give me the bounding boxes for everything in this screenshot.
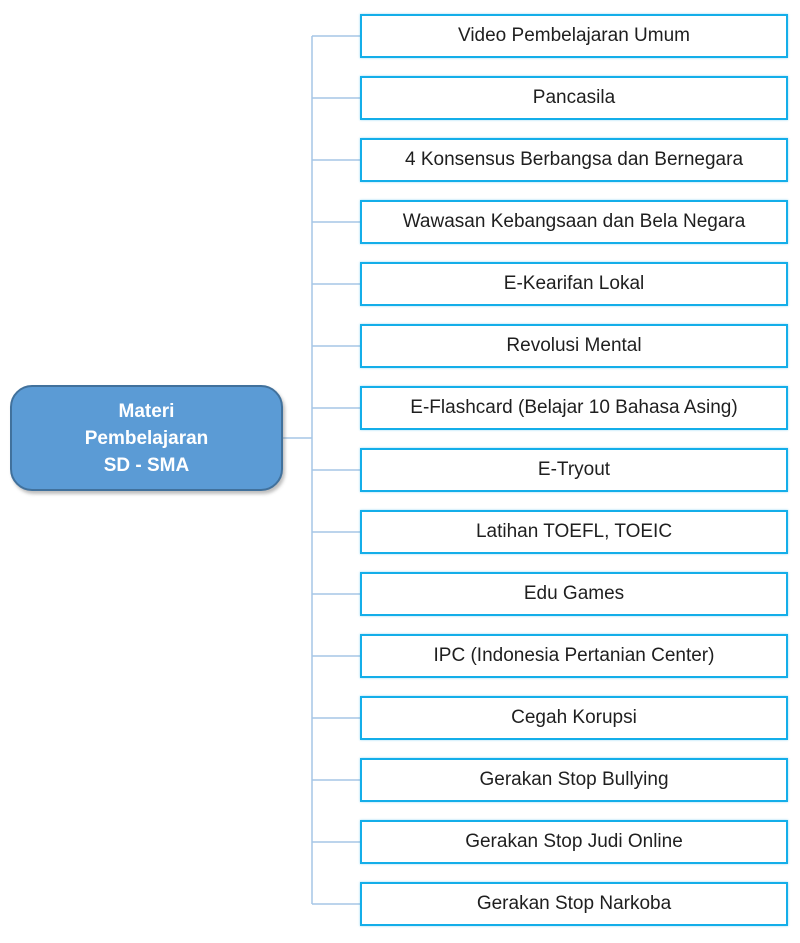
diagram-node: IPC (Indonesia Pertanian Center) (360, 634, 788, 678)
diagram-node: E-Tryout (360, 448, 788, 492)
diagram-node: Video Pembelajaran Umum (360, 14, 788, 58)
diagram-node-label: Wawasan Kebangsaan dan Bela Negara (402, 211, 746, 232)
diagram-node-label: IPC (Indonesia Pertanian Center) (433, 645, 715, 666)
diagram-node-label: 4 Konsensus Berbangsa dan Bernegara (404, 149, 744, 170)
diagram-node-label: Revolusi Mental (506, 335, 642, 356)
diagram-node: E-Flashcard (Belajar 10 Bahasa Asing) (360, 386, 788, 430)
root-node: Materi Pembelajaran SD - SMA (10, 385, 283, 491)
diagram-node: Gerakan Stop Narkoba (360, 882, 788, 926)
diagram-node-label: Pancasila (532, 87, 616, 108)
diagram-node-label: E-Flashcard (Belajar 10 Bahasa Asing) (410, 397, 738, 418)
diagram-node: Latihan TOEFL, TOEIC (360, 510, 788, 554)
branch-column: Video Pembelajaran Umum Pancasila 4 Kons… (360, 14, 788, 926)
diagram-node: Gerakan Stop Bullying (360, 758, 788, 802)
diagram-node-label: Gerakan Stop Judi Online (465, 831, 683, 852)
diagram-node: 4 Konsensus Berbangsa dan Bernegara (360, 138, 788, 182)
diagram-node: Cegah Korupsi (360, 696, 788, 740)
diagram-node: E-Kearifan Lokal (360, 262, 788, 306)
diagram-node: Wawasan Kebangsaan dan Bela Negara (360, 200, 788, 244)
diagram-node-label: Edu Games (523, 583, 625, 604)
root-node-label: Materi Pembelajaran SD - SMA (84, 400, 209, 476)
diagram-node: Pancasila (360, 76, 788, 120)
diagram-node: Revolusi Mental (360, 324, 788, 368)
diagram-node: Edu Games (360, 572, 788, 616)
diagram-node-label: Gerakan Stop Narkoba (476, 893, 672, 914)
diagram-node-label: Cegah Korupsi (511, 707, 637, 728)
diagram-node-label: Video Pembelajaran Umum (458, 25, 690, 46)
diagram-node-label: Gerakan Stop Bullying (479, 769, 669, 790)
diagram-node-label: E-Tryout (537, 459, 611, 480)
diagram-node-label: E-Kearifan Lokal (503, 273, 645, 294)
diagram-node-label: Latihan TOEFL, TOEIC (475, 521, 673, 542)
diagram-node: Gerakan Stop Judi Online (360, 820, 788, 864)
